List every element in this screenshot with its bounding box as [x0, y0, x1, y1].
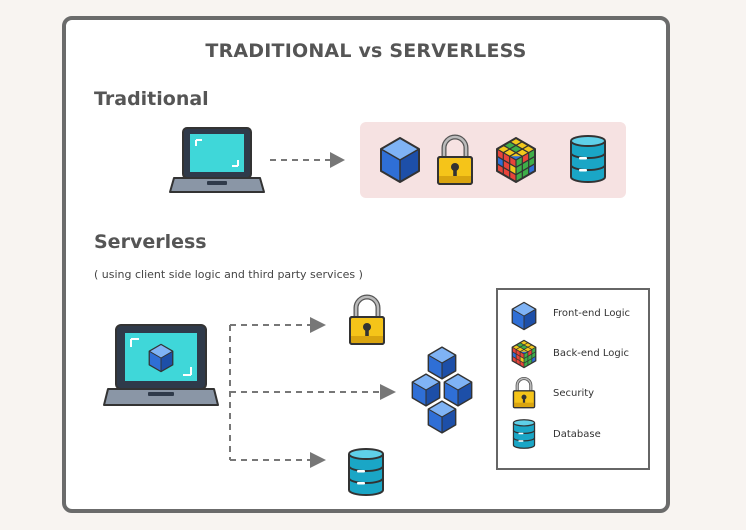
cube-icon — [380, 137, 420, 183]
traditional-heading: Traditional — [94, 88, 209, 110]
traditional-arrow — [270, 152, 345, 168]
legend-label: Database — [553, 429, 601, 440]
serverless-heading: Serverless — [94, 231, 207, 253]
legend-cube-icon — [511, 301, 537, 331]
legend-label: Security — [553, 388, 595, 399]
database-icon — [570, 135, 606, 185]
serverless-laptop-icon — [103, 324, 219, 406]
padlock-icon — [438, 137, 472, 184]
database-icon — [348, 448, 384, 498]
serverless-subtitle: ( using client side logic and third part… — [94, 268, 363, 281]
legend-padlock-icon — [511, 376, 537, 410]
legend-rubiks-cube-icon — [511, 339, 537, 369]
serverless-branch-arrows — [229, 324, 380, 461]
legend-database-icon — [512, 419, 536, 450]
diagram-title: TRADITIONAL vs SERVERLESS — [205, 40, 527, 62]
legend-label: Front-end Logic — [553, 308, 631, 319]
arrow-head — [310, 317, 326, 333]
padlock-icon — [350, 297, 384, 344]
arrow-head — [380, 384, 396, 400]
laptop-cube-icon — [148, 343, 174, 373]
diagram-canvas — [103, 127, 606, 498]
rubiks-cube-icon — [496, 137, 536, 183]
traditional-laptop-icon — [169, 127, 265, 193]
cube-cluster-icon — [411, 346, 473, 434]
legend-label: Back-end Logic — [553, 348, 630, 359]
diagram-card: TRADITIONAL vs SERVERLESS Traditional Se… — [62, 16, 670, 513]
arrow-head — [310, 452, 326, 468]
